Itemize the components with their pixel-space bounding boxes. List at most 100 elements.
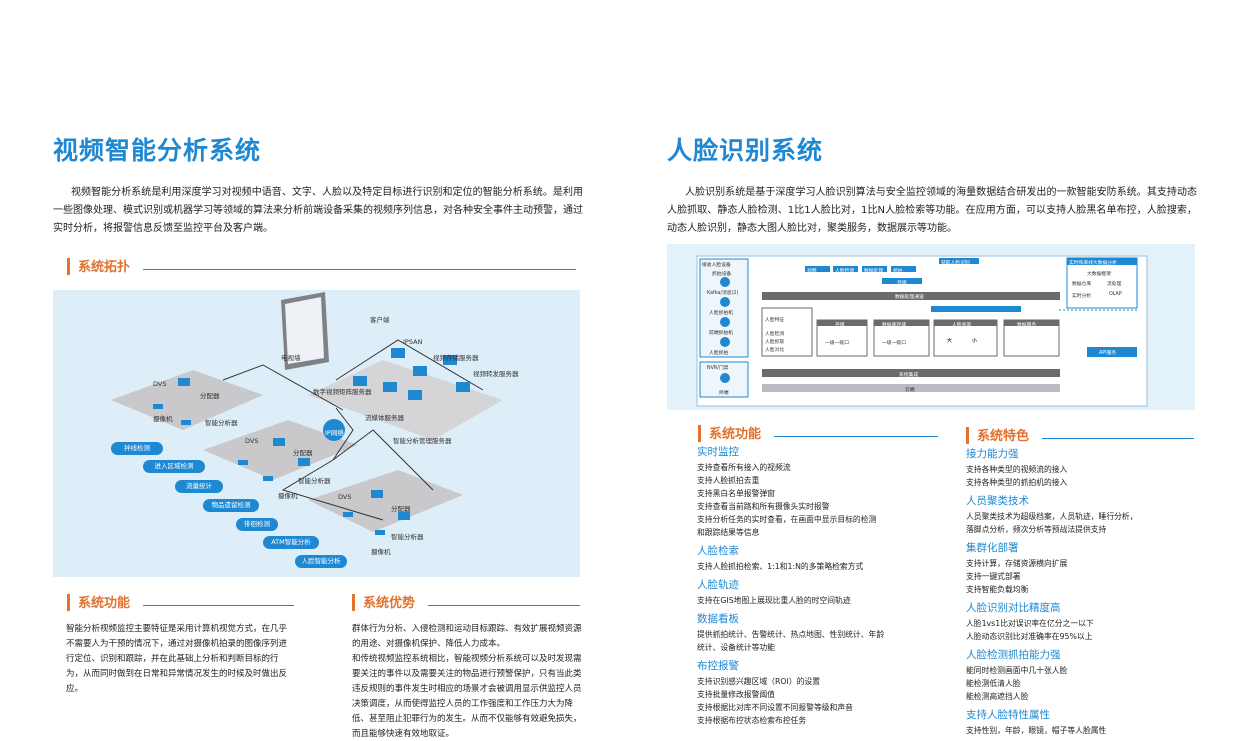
arch-label-25: 数据服务 xyxy=(1017,323,1037,328)
feature-item: 落脚点分析，频次分析等预战法提供支持 xyxy=(966,525,1107,534)
topology-heading: 系统拓扑 xyxy=(67,256,579,280)
function-title-2: 人脸轨迹 xyxy=(697,579,739,591)
left-function-heading-label: 系统功能 xyxy=(78,596,131,611)
advantage-heading-label: 系统优势 xyxy=(363,596,416,611)
function-item: 统计、设备统计等功能 xyxy=(697,643,775,652)
feature-heading-label: 系统特色 xyxy=(977,429,1030,444)
arch-label-35: 终端 xyxy=(719,391,729,396)
topology-heading-label: 系统拓扑 xyxy=(78,260,131,275)
feature-item: 能同时检测画面中几十张人脸 xyxy=(966,666,1068,675)
function-item: 支持人脸抓拍检索、1:1和1:N的多策略检索方式 xyxy=(697,562,864,571)
arch-label-8: 视频 xyxy=(807,269,817,274)
arch-label-20: 人脸查询 xyxy=(952,323,972,328)
right-function-heading-label: 系统功能 xyxy=(709,427,762,442)
left-function-text: 智能分析视频监控主要特征是采用计算机视觉方式，在几乎不需要人为干预的情况下，通过… xyxy=(66,624,288,694)
function-list: 实时监控 支持查看所有接入的视频流 支持人脸抓拍去重 支持黑白名单报警弹窗 支持… xyxy=(697,440,957,727)
arch-label-10: 数据处理 xyxy=(864,269,884,274)
label-storage-server: 视频存储服务器 xyxy=(433,354,479,362)
feature-list: 接力能力强 支持各种类型的视频流的接入 支持各种类型的抓拍机的接入 人员聚类技术… xyxy=(966,442,1196,737)
pill-loitering: 徘徊检测 xyxy=(236,518,278,531)
arch-label-3: 人脸抓拍机 xyxy=(709,311,733,316)
arch-label-23: 大 xyxy=(947,339,952,344)
label-splitter-3: 分配器 xyxy=(391,505,411,513)
label-media-server: 流媒体服务器 xyxy=(365,414,404,422)
heading-bar xyxy=(67,258,70,275)
architecture-diagram: 接收人脸设备 抓拍设备 Kafka/消息(2) 人脸抓拍机 前端抓拍机 人脸抓拍… xyxy=(667,244,1195,410)
pill-face: 人脸智能分析 xyxy=(295,555,347,568)
function-item: 支持根据布控状态检索布控任务 xyxy=(697,716,807,725)
function-item: 和跟踪结果等信息 xyxy=(697,528,760,537)
arch-label-31: OLAP xyxy=(1109,292,1122,297)
arch-label-5: 人脸抓拍 xyxy=(709,351,729,356)
label-analyzer-1: 智能分析器 xyxy=(205,419,238,427)
topology-graphic xyxy=(111,292,503,535)
function-title-1: 人脸检索 xyxy=(697,545,739,557)
feature-item: 支持各种类型的抓拍机的接入 xyxy=(966,478,1068,487)
arch-label-11: 抓拍 xyxy=(893,269,903,274)
arch-label-7: 人脸特征 xyxy=(765,318,785,323)
arch-label-16: 人脸抓取 xyxy=(765,340,785,345)
arch-label-1: 抓拍设备 xyxy=(712,272,732,277)
platform-3 xyxy=(308,470,463,532)
pill-flow-count: 流量统计 xyxy=(175,480,223,493)
arch-label-34: 云端 xyxy=(905,388,915,393)
feature-item: 人脸动态识别比对准确率在95%以上 xyxy=(966,632,1093,641)
label-forward-server: 视频转发服务器 xyxy=(473,370,519,378)
label-mgmt-server: 智能分析管理服务器 xyxy=(393,437,452,445)
arch-label-22: 一级一级口 xyxy=(882,341,906,346)
arch-label-30: 实时分析 xyxy=(1072,294,1092,299)
heading-rule xyxy=(143,269,576,270)
advantage-text-1: 群体行为分析、入侵检测和运动目标跟踪、有效扩展视频资源的用途、对摄像机保护、降低… xyxy=(352,624,582,649)
label-camera-3: 摄像机 xyxy=(371,548,391,556)
feature-item: 人脸1vs1比对误识率在亿分之一以下 xyxy=(966,619,1094,628)
arch-label-6: NVR/门禁 xyxy=(707,366,729,371)
label-ipsan: IPSAN xyxy=(403,338,423,346)
arch-label-28: 数据仓库 xyxy=(1072,282,1092,287)
arch-label-2: Kafka/消息(2) xyxy=(707,291,739,296)
platform-1 xyxy=(111,370,263,430)
arch-label-15: 人脸检测 xyxy=(765,332,785,337)
advantage-heading: 系统优势 xyxy=(352,592,580,616)
label-camera-2: 摄像机 xyxy=(278,492,298,500)
pill-tripwire: 拌线检测 xyxy=(111,442,163,455)
label-dvs-1: DVS xyxy=(153,380,167,388)
arch-label-13: 获取人脸识别 xyxy=(941,261,970,266)
function-item: 支持分析任务的实时查看，在画面中显示目标的检测 xyxy=(697,515,877,524)
topology-diagram: 客户端 IPSAN 电视墙 视频存储服务器 视频转发服务器 数字视频矩阵服务器 … xyxy=(53,290,580,577)
left-function-heading: 系统功能 xyxy=(67,592,294,616)
function-item: 支持黑白名单报警弹窗 xyxy=(697,489,775,498)
function-item: 支持根据比对库不同设置不同报警等级和声音 xyxy=(697,703,853,712)
left-intro-paragraph: 视频智能分析系统是利用深度学习对视频中语音、文字、人脸以及特定目标进行识别和定位… xyxy=(53,187,583,234)
feature-title-5: 支持人脸特性属性 xyxy=(966,709,1050,721)
right-intro-paragraph: 人脸识别系统是基于深度学习人脸识别算法与安全监控领域的海量数据结合研发出的一款智… xyxy=(667,187,1197,234)
function-item: 支持人脸抓拍去重 xyxy=(697,476,760,485)
pill-region-entry: 进入区域检测 xyxy=(143,460,205,473)
arch-label-26: 实时和离线大数据分析 xyxy=(1069,261,1117,266)
function-title-3: 数据看板 xyxy=(697,613,739,625)
arch-label-9: 人脸检测 xyxy=(835,269,855,274)
feature-title-2: 集群化部署 xyxy=(966,542,1019,554)
label-analyzer-2: 智能分析器 xyxy=(298,477,331,485)
function-item: 支持批量修改报警阈值 xyxy=(697,690,775,699)
feature-item: 支持计算，存储资源横向扩展 xyxy=(966,559,1068,568)
arch-label-19: 数据库存储 xyxy=(882,323,906,328)
function-item: 提供抓拍统计、告警统计、热点地图、性别统计、年龄 xyxy=(697,630,885,639)
arch-label-14: 数据处理通道 xyxy=(895,295,924,300)
feature-item: 能检测高遮挡人脸 xyxy=(966,692,1029,701)
arch-label-29: 流处理 xyxy=(1107,282,1122,287)
feature-title-0: 接力能力强 xyxy=(966,448,1019,460)
function-item: 支持在GIS地图上展现比重人脸的时空间轨迹 xyxy=(697,596,851,605)
arch-label-0: 接收人脸设备 xyxy=(702,263,731,268)
arch-label-17: 人脸对比 xyxy=(765,348,785,353)
feature-item: 支持智能负载均衡 xyxy=(966,585,1029,594)
feature-item: 支持各种类型的视频流的接入 xyxy=(966,465,1068,474)
right-page-title: 人脸识别系统 xyxy=(667,136,824,165)
function-title-4: 布控报警 xyxy=(697,660,739,672)
pill-atm: ATM智能分析 xyxy=(263,536,319,549)
feature-heading: 系统特色 xyxy=(966,425,1194,449)
label-ip-network: IP网络 xyxy=(325,429,344,437)
arch-label-33: 系统集成 xyxy=(899,373,919,378)
feature-item: 支持性别，年龄，眼镜，帽子等人脸属性 xyxy=(966,726,1107,735)
label-splitter-1: 分配器 xyxy=(200,392,220,400)
function-item: 支持查看所有接入的视频流 xyxy=(697,463,791,472)
